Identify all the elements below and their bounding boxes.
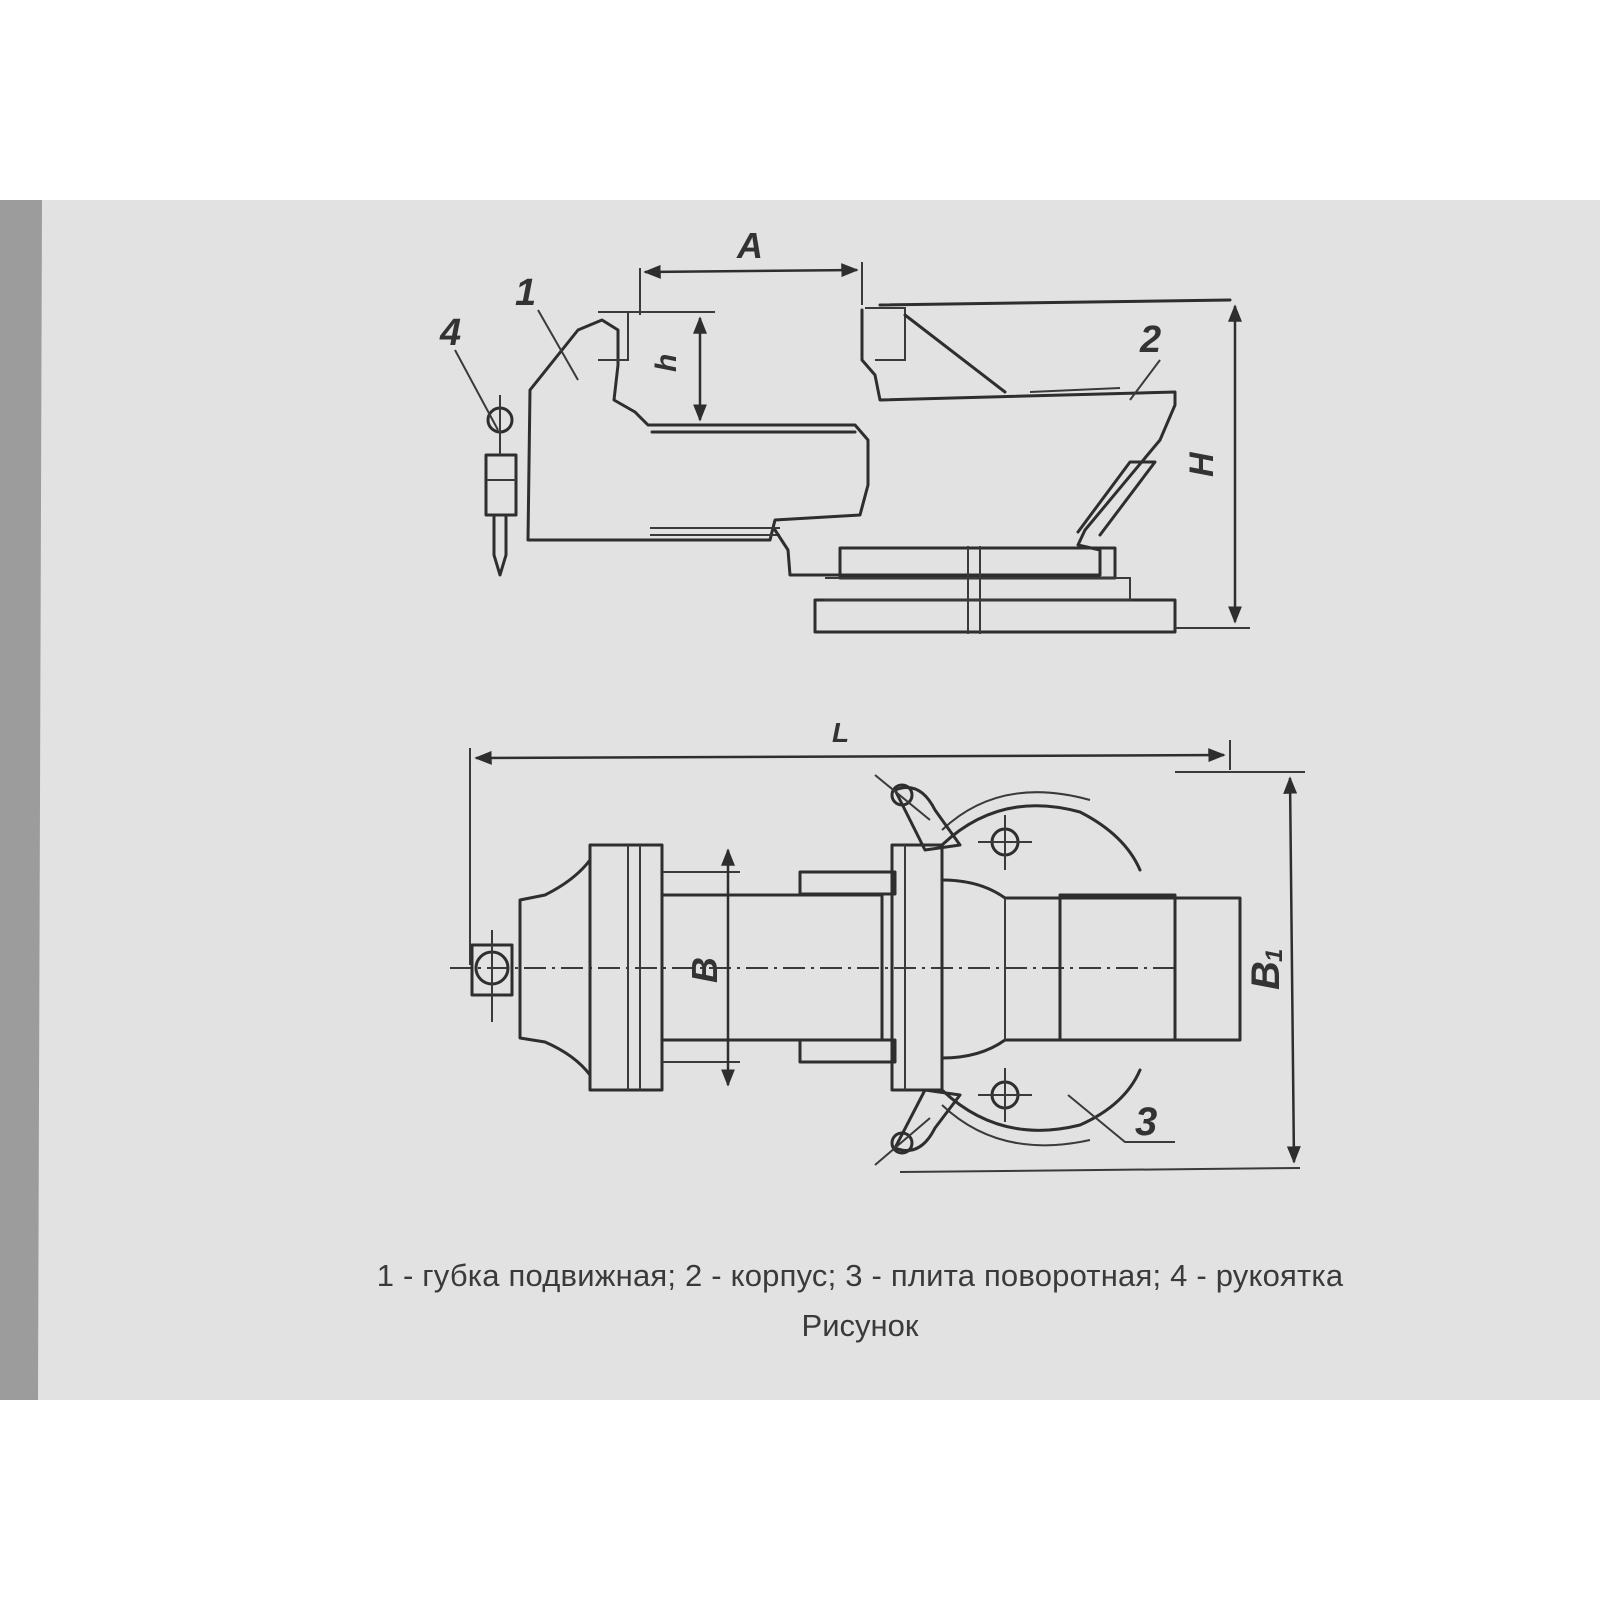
label-dimension-b: B: [684, 957, 725, 983]
label-part-3: 3: [1135, 1100, 1157, 1144]
label-dimension-h: h: [650, 354, 683, 372]
label-part-4: 4: [439, 312, 461, 354]
movable-jaw-outline: [526, 318, 870, 542]
body-top-outline: [940, 878, 1242, 1060]
slide-body: [660, 893, 884, 1042]
label-dimension-big-h: H: [1183, 451, 1221, 477]
handle-shaft: [484, 453, 518, 577]
label-part-2: 2: [1139, 319, 1161, 361]
label-dimension-l: L: [832, 717, 849, 748]
side-view: [454, 262, 1250, 634]
top-view: [450, 740, 1305, 1173]
screw-slot: [1076, 460, 1157, 537]
lug-upper: [893, 786, 962, 852]
figure-title: Рисунок: [801, 1308, 919, 1343]
jaw-pad-right: [865, 307, 906, 361]
fixed-jaw-block: [890, 843, 944, 1092]
jaw-pad-left: [598, 311, 629, 361]
label-dimension-a: A: [736, 225, 763, 266]
label-part-1: 1: [515, 272, 536, 314]
parts-legend-caption: 1 - губка подвижная; 2 - корпус; 3 - пли…: [376, 1258, 1344, 1293]
label-dimension-b1-subscript: 1: [1261, 949, 1288, 962]
body-rear-block: [1058, 893, 1177, 1042]
paper-sheet: [38, 200, 1600, 1400]
label-dimension-b1: B: [1244, 961, 1288, 990]
swivel-base-lower: [813, 598, 1177, 634]
swivel-plate-arc: [940, 804, 1142, 872]
body-outline: [773, 308, 1177, 577]
lug-lower: [893, 1088, 962, 1152]
